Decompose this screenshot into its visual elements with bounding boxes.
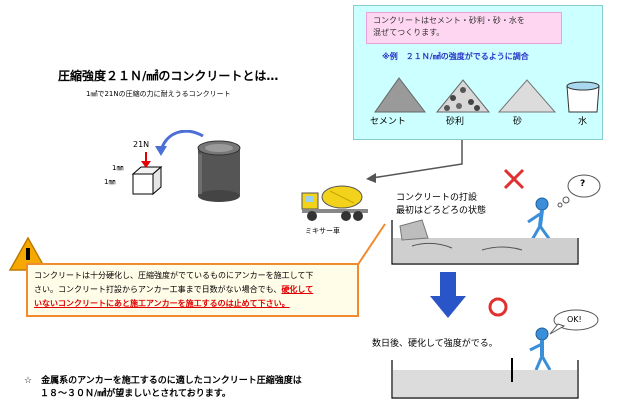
ok-bubble-icon <box>549 309 599 335</box>
page-subtitle: 1㎟で21Nの圧縮の力に耐えうるコンクリート <box>86 90 231 98</box>
bottom-note: ☆ 金属系のアンカーを施工するのに適したコンクリート圧縮強度は １８～３０Ｎ/㎟… <box>24 376 302 399</box>
cube-icon <box>131 165 163 196</box>
water-bucket-icon <box>566 81 600 113</box>
material-gravel: 砂利 <box>446 117 465 127</box>
cube-diagram <box>131 130 241 202</box>
mixer-label: ミキサー車 <box>305 227 340 235</box>
hardened-concrete-pit <box>391 358 579 399</box>
cube-dim-side: 1㎜ <box>104 178 116 186</box>
cross-icon <box>503 168 525 190</box>
warning-line2: さい。コンクリート打設からアンカー工事まで日数がない場合でも、 <box>34 285 282 294</box>
material-water: 水 <box>578 117 588 127</box>
page-title: 圧縮強度２１Ｎ/㎟のコンクリートとは… <box>58 69 279 83</box>
warning-emphasis1: 硬化して <box>281 285 314 294</box>
sand-pile-icon <box>497 79 557 113</box>
ok-circle-icon <box>488 297 508 317</box>
mixer-truck-icon <box>301 185 368 221</box>
ok-text: OK! <box>567 315 582 324</box>
worker-happy-icon <box>529 327 552 371</box>
cube-dim-top: 1㎜ <box>112 164 124 172</box>
cement-pile-icon <box>374 77 427 113</box>
mix-example: ※例 ２１Ｎ/㎟の強度がでるように調合 <box>382 52 529 61</box>
question-mark: ? <box>580 179 586 189</box>
cube-force-label: 21N <box>133 140 150 149</box>
worker-icon <box>527 197 552 241</box>
pour-line2: 最初はどろどろの状態 <box>396 206 487 216</box>
core-sample-icon <box>197 140 241 202</box>
warning-line1: コンクリートは十分硬化し、圧縮強度がでているものにアンカーを施工して下 <box>34 271 314 280</box>
question-bubble-icon <box>557 174 601 208</box>
down-arrow-icon <box>430 272 466 318</box>
materials-graphic <box>374 77 600 113</box>
pour-line1: コンクリートの打設 <box>396 193 478 203</box>
material-sand: 砂 <box>513 117 523 127</box>
after-text: 数日後、硬化して強度がでる。 <box>372 339 498 349</box>
curved-arrow-icon <box>159 130 204 151</box>
warning-emphasis2: いないコンクリートにあと施工アンカーを施工するのは止めて下さい。 <box>34 299 290 308</box>
warning-box: コンクリートは十分硬化し、圧縮強度がでているものにアンカーを施工して下 さい。コ… <box>26 263 359 317</box>
mix-note: コンクリートはセメント・砂利・砂・水を 混ぜてつくります。 <box>366 12 562 44</box>
force-arrow-icon <box>141 152 151 168</box>
gravel-pile-icon <box>435 79 491 113</box>
fresh-concrete-pit <box>391 219 579 265</box>
callout-tail <box>357 223 386 267</box>
material-cement: セメント <box>370 117 406 127</box>
panel-arrow-icon <box>366 140 463 183</box>
